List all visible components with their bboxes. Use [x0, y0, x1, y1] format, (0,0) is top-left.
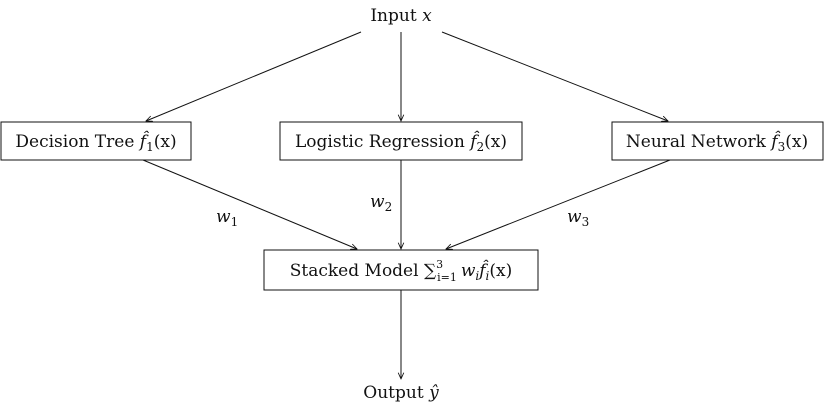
logistic-regression-label: Logistic Regression: [295, 132, 470, 152]
neural-network-arg: (x): [785, 132, 808, 152]
summation-lower-limit: i=1: [437, 271, 457, 284]
stacked-weight-symbol: w: [461, 261, 476, 281]
input-label: Input: [370, 6, 422, 26]
weight-label-w3: w3: [567, 207, 589, 229]
weight-w2-index: 2: [385, 200, 393, 214]
stacked-function-index: i: [486, 269, 490, 283]
decision-tree-index: 1: [146, 140, 154, 154]
edge-decision-tree-to-stacked: [142, 159, 357, 249]
decision-tree-box: [0, 121, 192, 161]
neural-network-function: f̂: [769, 131, 781, 152]
logistic-regression-function: f̂: [468, 131, 480, 152]
weight-w1-index: 1: [231, 215, 239, 229]
logistic-regression-index: 2: [476, 140, 484, 154]
input-variable: x: [422, 6, 432, 26]
logistic-regression-node: Logistic Regression f̂2(x): [295, 131, 507, 154]
edge-input-to-neural-network: [441, 31, 668, 121]
weight-label-w2: w2: [370, 192, 392, 214]
output-node: Output ŷ: [363, 383, 439, 403]
decision-tree-label: Decision Tree: [15, 132, 139, 152]
stacked-function: f̂: [477, 260, 489, 281]
weight-label-w1: w1: [216, 207, 238, 229]
output-variable: ŷ: [428, 383, 439, 403]
summation-upper-limit: 3: [436, 258, 443, 271]
neural-network-label: Neural Network: [626, 132, 771, 152]
stacked-arg: (x): [489, 261, 512, 281]
output-label: Output: [363, 383, 429, 403]
weight-w3-index: 3: [582, 215, 590, 229]
weight-w2-symbol: w: [370, 192, 385, 212]
summation-icon: ∑: [424, 261, 436, 281]
decision-tree-arg: (x): [154, 132, 177, 152]
logistic-regression-box: [279, 121, 523, 161]
neural-network-box: [611, 121, 824, 161]
edge-input-to-decision-tree: [146, 31, 362, 121]
weight-w3-symbol: w: [567, 207, 582, 227]
input-node: Input x: [370, 6, 432, 26]
weight-w1-symbol: w: [216, 207, 231, 227]
neural-network-index: 3: [778, 140, 786, 154]
neural-network-node: Neural Network f̂3(x): [626, 131, 808, 154]
stacked-model-box: [263, 249, 539, 291]
decision-tree-node: Decision Tree f̂1(x): [15, 131, 176, 154]
stacked-model-label: Stacked Model: [290, 261, 424, 281]
edge-neural-network-to-stacked: [446, 159, 671, 249]
decision-tree-function: f̂: [138, 131, 150, 152]
stacked-weight-index: i: [475, 269, 479, 283]
logistic-regression-arg: (x): [484, 132, 507, 152]
